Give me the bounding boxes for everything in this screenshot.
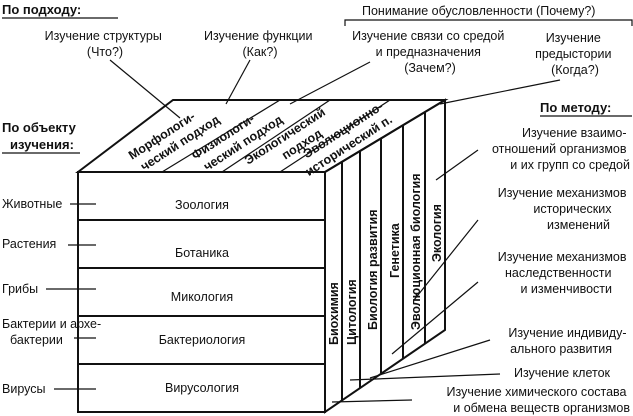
method-biochemistry: Биохимия [327,282,341,345]
object-animals: Животные [2,197,62,211]
science-bacteriology: Бактериология [159,333,246,347]
by-object-header-line1: По объекту [2,120,77,135]
science-botany: Ботаника [175,246,229,260]
desc-genetics: Изучение механизмов наследственности и и… [498,250,630,296]
object-viruses: Вирусы [2,382,45,396]
method-evolutionary-biology: Эволюционная биология [409,173,423,330]
question-function: Изучение функции (Как?) [204,29,316,59]
approach-labels: Морфологи- ческий подход Физиологи- ческ… [126,99,395,179]
front-face-row-dividers [78,219,325,365]
desc-ecology: Изучение взаимо- отношений организмов и … [492,126,630,172]
top-face-dividers [161,99,391,173]
understanding-bracket [344,19,633,26]
question-environment: Изучение связи со средой и предназначени… [352,29,508,75]
science-zoology: Зоология [175,198,229,212]
method-leaders [331,149,501,403]
side-face-dividers [341,112,426,400]
understanding-header: Понимание обусловленности (Почему?) [362,4,595,18]
method-ecology: Экология [430,204,444,262]
desc-biochemistry: Изучение химического состава и обмена ве… [447,385,631,415]
desc-cytology: Изучение клеток [514,366,611,380]
method-developmental-biology: Биология развития [366,210,380,330]
by-approach-header: По подходу: [2,2,81,17]
object-fungi: Грибы [2,282,38,296]
desc-development: Изучение индивиду- ального развития [508,326,630,356]
by-method-header: По методу: [540,100,611,115]
science-virology: Вирусология [165,381,239,395]
desc-evolution: Изучение механизмов исторических изменен… [498,186,630,232]
question-history: Изучение предыстории (Когда?) [535,31,615,77]
cube-side-face [324,98,446,414]
by-object-header-line2: изучения: [10,137,74,152]
object-plants: Растения [2,237,56,251]
method-genetics: Генетика [388,222,402,278]
question-arrows [109,59,561,119]
object-bacteria: Бактерии и архе- бактерии [2,317,105,347]
object-connectors [46,203,96,390]
question-structure: Изучение структуры (Что?) [45,29,166,59]
science-mycology: Микология [171,290,233,304]
method-cytology: Цитология [345,279,359,345]
